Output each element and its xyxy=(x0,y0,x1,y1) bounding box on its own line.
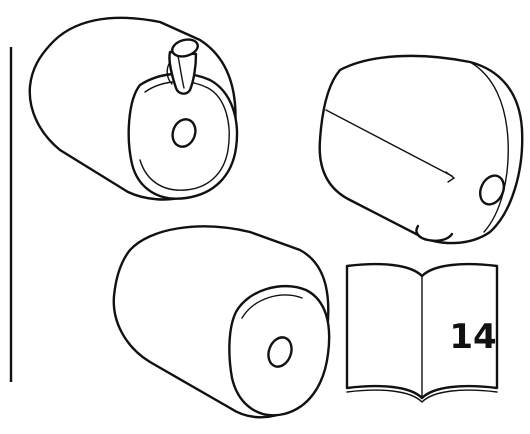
cushion-with-peg xyxy=(28,16,239,201)
hole-icon xyxy=(267,336,293,368)
cushion-plain xyxy=(112,225,331,419)
hole-icon xyxy=(478,174,506,206)
cushion-with-slot xyxy=(318,54,524,245)
peg-icon xyxy=(166,38,199,95)
hole-icon xyxy=(171,118,197,148)
book-icon: 14 xyxy=(345,262,499,403)
page-number: 14 xyxy=(449,317,496,357)
